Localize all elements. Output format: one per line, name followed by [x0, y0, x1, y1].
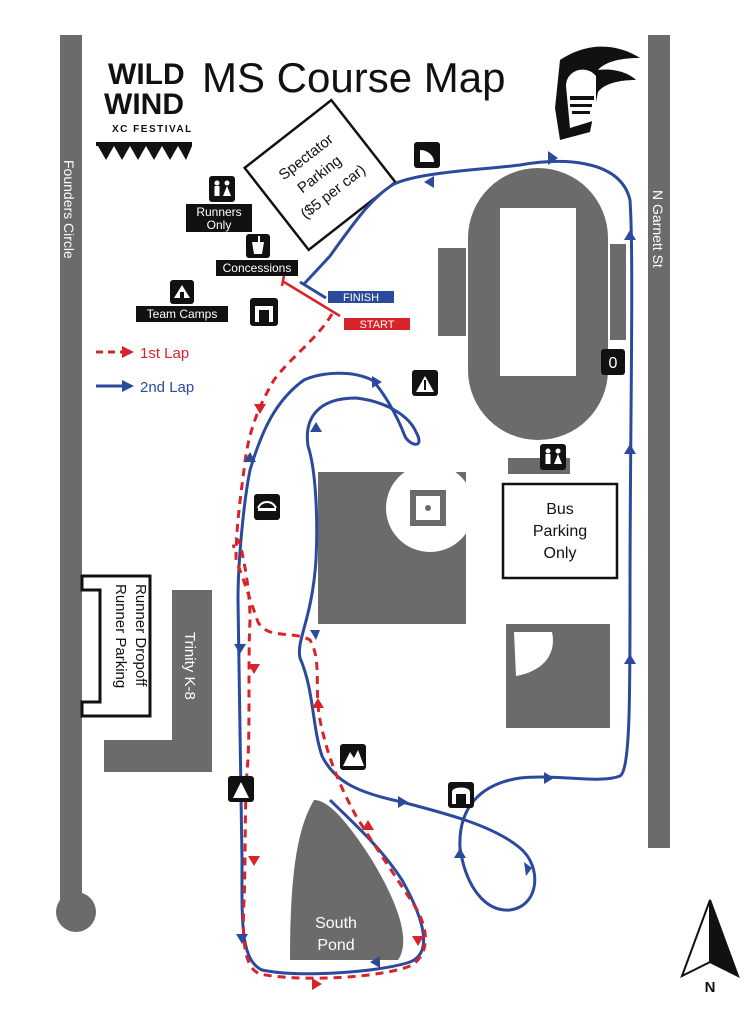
- runners-only-label-2: Only: [207, 218, 232, 232]
- start-line: [280, 275, 341, 318]
- runners-only-box: [186, 204, 252, 232]
- hill-icon: [412, 370, 438, 396]
- finish-label: FINISH: [343, 292, 379, 304]
- bleachers-east: [610, 244, 626, 340]
- dropoff-label-2: Runner Parking: [112, 584, 129, 688]
- runner-dropoff-box: [80, 574, 152, 718]
- n-garnett-label: N Garnett St: [650, 190, 666, 268]
- bus-label-3: Only: [544, 545, 577, 562]
- start-marker-icon: [228, 776, 254, 802]
- svg-text:WILD: WILD: [108, 58, 185, 91]
- pond-label-1: South: [315, 915, 357, 932]
- baseball-field: [318, 464, 474, 624]
- arch-icon: [250, 298, 278, 326]
- restroom-bus-icon: [540, 444, 566, 470]
- softball-field: [506, 624, 610, 728]
- svg-text:WIND: WIND: [104, 88, 184, 121]
- wild-wind-logo: WILD WIND XC FESTIVAL: [96, 58, 193, 160]
- finish-line: [299, 280, 327, 300]
- team-camps-box: [136, 306, 228, 322]
- bus-label-2: Parking: [533, 523, 587, 540]
- bridge-icon: [254, 494, 280, 520]
- trinity-label: Trinity K-8: [181, 632, 198, 700]
- tunnel-icon: [448, 782, 474, 808]
- legend-1st-lap: 1st Lap: [96, 345, 189, 362]
- concessions-box: [216, 260, 298, 276]
- legend-2nd-lap: 2nd Lap: [96, 379, 194, 396]
- bleachers-west: [438, 248, 466, 336]
- stadium-field: [500, 208, 576, 376]
- tent-icon: [170, 280, 194, 304]
- finish-stand-icon: [414, 142, 440, 168]
- bus-parking-box: [501, 482, 619, 580]
- start-label: START: [359, 319, 394, 331]
- svg-text:N: N: [705, 979, 716, 996]
- pond-label-2: Pond: [317, 937, 354, 954]
- start-banner: [344, 318, 410, 330]
- bus-label-1: Bus: [546, 501, 574, 518]
- founders-circle-end: [56, 892, 96, 932]
- lap1-arrows: [248, 404, 424, 990]
- restroom-icon: [209, 176, 235, 202]
- mountain-icon: [340, 744, 366, 770]
- svg-text:1st Lap: 1st Lap: [140, 345, 189, 362]
- compass-north-icon: N: [680, 899, 740, 996]
- spectator-parking: Spectator Parking ($5 per car): [242, 98, 398, 252]
- finish-banner: [328, 291, 394, 303]
- knight-helmet-logo: [555, 46, 640, 141]
- concessions-label: Concessions: [223, 261, 292, 275]
- svg-text:0: 0: [609, 355, 618, 372]
- svg-text:XC FESTIVAL: XC FESTIVAL: [112, 124, 193, 135]
- founders-circle-road: [60, 35, 82, 915]
- zero-marker: 0: [601, 349, 625, 375]
- runners-only-label-1: Runners: [196, 205, 241, 219]
- south-pond: [290, 800, 404, 960]
- concessions-icon: [246, 234, 270, 258]
- trinity-building: [104, 590, 212, 772]
- dropoff-label-1: Runner Dropoff: [132, 584, 149, 687]
- founders-circle-label: Founders Circle: [61, 160, 77, 259]
- lap1-route: [232, 313, 427, 980]
- page-title: MS Course Map: [202, 54, 505, 101]
- n-garnett-road: [648, 35, 670, 848]
- lap2-route: [236, 160, 634, 976]
- lap2-arrows: [234, 151, 636, 968]
- team-camps-label: Team Camps: [147, 307, 218, 321]
- svg-text:2nd Lap: 2nd Lap: [140, 379, 194, 396]
